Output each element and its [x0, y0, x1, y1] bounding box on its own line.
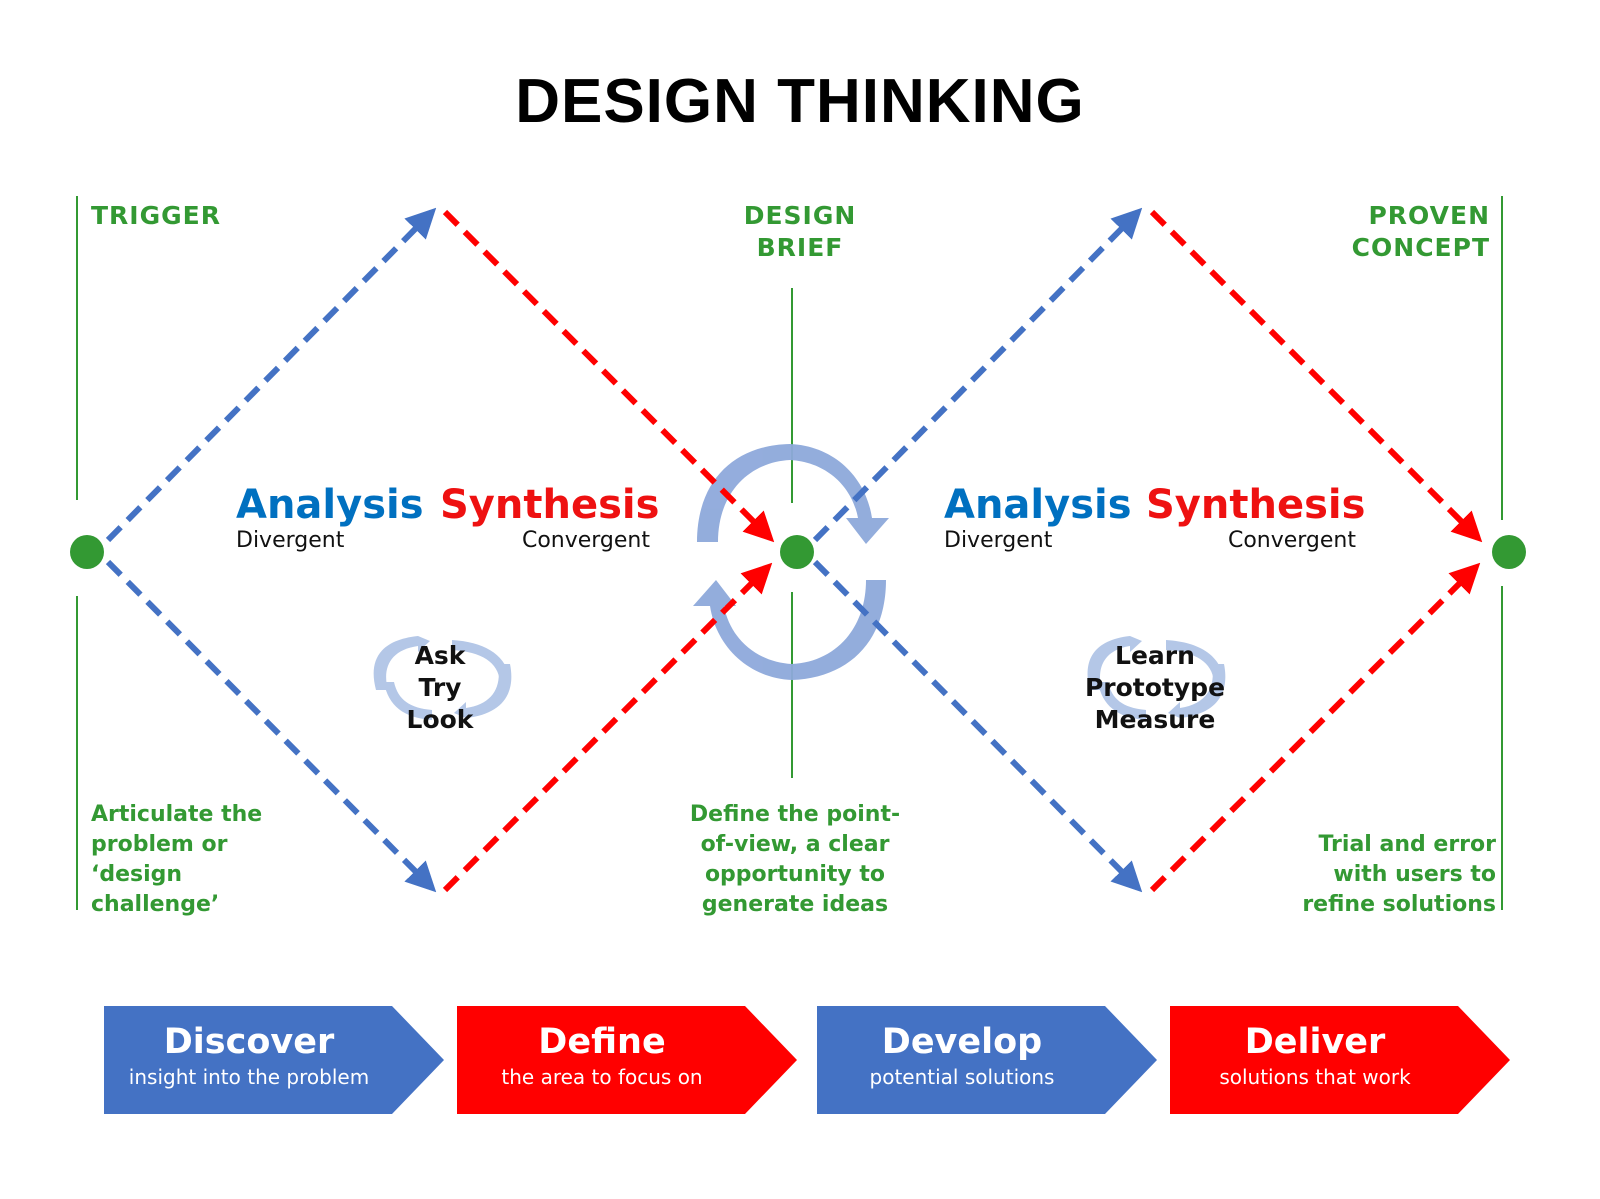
deliver-converge-down	[1149, 209, 1483, 543]
loop-arrows-left	[373, 636, 512, 720]
analysis-title: Analysis	[236, 482, 424, 528]
design-brief-line1: DESIGN	[743, 201, 857, 230]
chevron-fill	[457, 1006, 797, 1114]
chevron-shape	[1170, 1006, 1510, 1114]
chevron-fill	[1170, 1006, 1510, 1114]
note-line: ‘design	[91, 862, 183, 887]
proven-concept-line1: PROVEN	[1368, 201, 1490, 230]
loop-item: Learn	[1115, 641, 1195, 670]
step-subtitle: the area to focus on	[501, 1065, 703, 1089]
design-brief-node	[780, 535, 814, 569]
step-title: Develop	[881, 1022, 1043, 1062]
step-develop: Develop potential solutions	[817, 1006, 1157, 1114]
chevron-fill	[817, 1006, 1157, 1114]
step-subtitle: insight into the problem	[128, 1065, 370, 1089]
proven-concept-node	[1492, 535, 1526, 569]
note-line: opportunity to	[704, 862, 886, 887]
note-articulate-problem: Articulate the problem or ‘design challe…	[91, 800, 262, 920]
center-cycle-arrows	[693, 444, 889, 680]
note-line: Trial and error	[1318, 832, 1496, 857]
diamond1-analysis: Analysis Divergent	[236, 482, 424, 553]
chevron-shape	[457, 1006, 797, 1114]
note-line: generate ideas	[701, 892, 889, 917]
cycle-arrow-bottom-right	[792, 580, 886, 680]
loop-arrows-right	[1087, 636, 1226, 720]
synthesis-subtitle: Convergent	[521, 528, 650, 553]
loop-item: Ask	[414, 641, 466, 670]
note-line: with users to	[1333, 862, 1496, 887]
diamond1-synthesis: Synthesis Convergent	[440, 482, 660, 553]
analysis-title: Analysis	[944, 482, 1132, 528]
develop-diverge-down	[812, 559, 1143, 893]
note-define-point-of-view: Define the point- of-view, a clear oppor…	[660, 800, 930, 920]
develop-diverge-up	[812, 207, 1143, 543]
step-deliver: Deliver solutions that work	[1170, 1006, 1510, 1114]
discover-diverge-down	[105, 559, 437, 893]
step-define: Define the area to focus on	[457, 1006, 797, 1114]
step-subtitle: solutions that work	[1219, 1065, 1411, 1089]
diamond2-synthesis: Synthesis Convergent	[1146, 482, 1366, 553]
loop-item: Look	[406, 705, 474, 734]
step-title: Deliver	[1244, 1022, 1386, 1062]
cycle-arrow-top-left	[697, 444, 790, 542]
diagram-title: DESIGN THINKING	[515, 67, 1085, 136]
loop-item: Measure	[1094, 705, 1216, 734]
step-title: Discover	[163, 1022, 335, 1062]
diamond2-analysis: Analysis Divergent	[944, 482, 1132, 553]
discover-diverge-up	[105, 207, 437, 543]
note-line: refine solutions	[1302, 892, 1496, 917]
chevron-shape	[817, 1006, 1157, 1114]
note-line: Articulate the	[91, 802, 263, 827]
cycle-arrow-bottom-left	[693, 580, 792, 680]
loop-item: Prototype	[1084, 673, 1226, 702]
design-brief-line2: BRIEF	[756, 233, 844, 262]
design-brief-label: DESIGN BRIEF	[700, 200, 900, 264]
trigger-node	[70, 535, 104, 569]
deliver-converge-up	[1149, 562, 1481, 893]
proven-concept-label: PROVEN CONCEPT	[1290, 200, 1490, 264]
trigger-label: TRIGGER	[91, 201, 221, 230]
synthesis-title: Synthesis	[440, 482, 660, 528]
loop-learn-prototype-measure: Learn Prototype Measure	[1070, 640, 1240, 736]
define-converge-up	[442, 562, 773, 893]
note-line: challenge’	[91, 892, 220, 917]
analysis-subtitle: Divergent	[236, 528, 345, 553]
proven-concept-line2: CONCEPT	[1351, 233, 1490, 262]
step-subtitle: potential solutions	[869, 1065, 1055, 1089]
step-discover: Discover insight into the problem	[104, 1006, 444, 1114]
loop-item: Try	[418, 673, 462, 702]
define-converge-down	[442, 209, 775, 543]
cycle-arrow-top-right	[790, 444, 889, 544]
synthesis-title: Synthesis	[1146, 482, 1366, 528]
chevron-fill	[104, 1006, 444, 1114]
note-line: problem or	[91, 832, 228, 857]
chevron-shape	[104, 1006, 444, 1114]
analysis-subtitle: Divergent	[944, 528, 1053, 553]
note-trial-and-error: Trial and error with users to refine sol…	[1220, 830, 1496, 920]
synthesis-subtitle: Convergent	[1227, 528, 1356, 553]
note-line: of-view, a clear	[700, 832, 890, 857]
loop-ask-try-look: Ask Try Look	[370, 640, 510, 736]
step-title: Define	[538, 1022, 666, 1062]
note-line: Define the point-	[689, 802, 901, 827]
